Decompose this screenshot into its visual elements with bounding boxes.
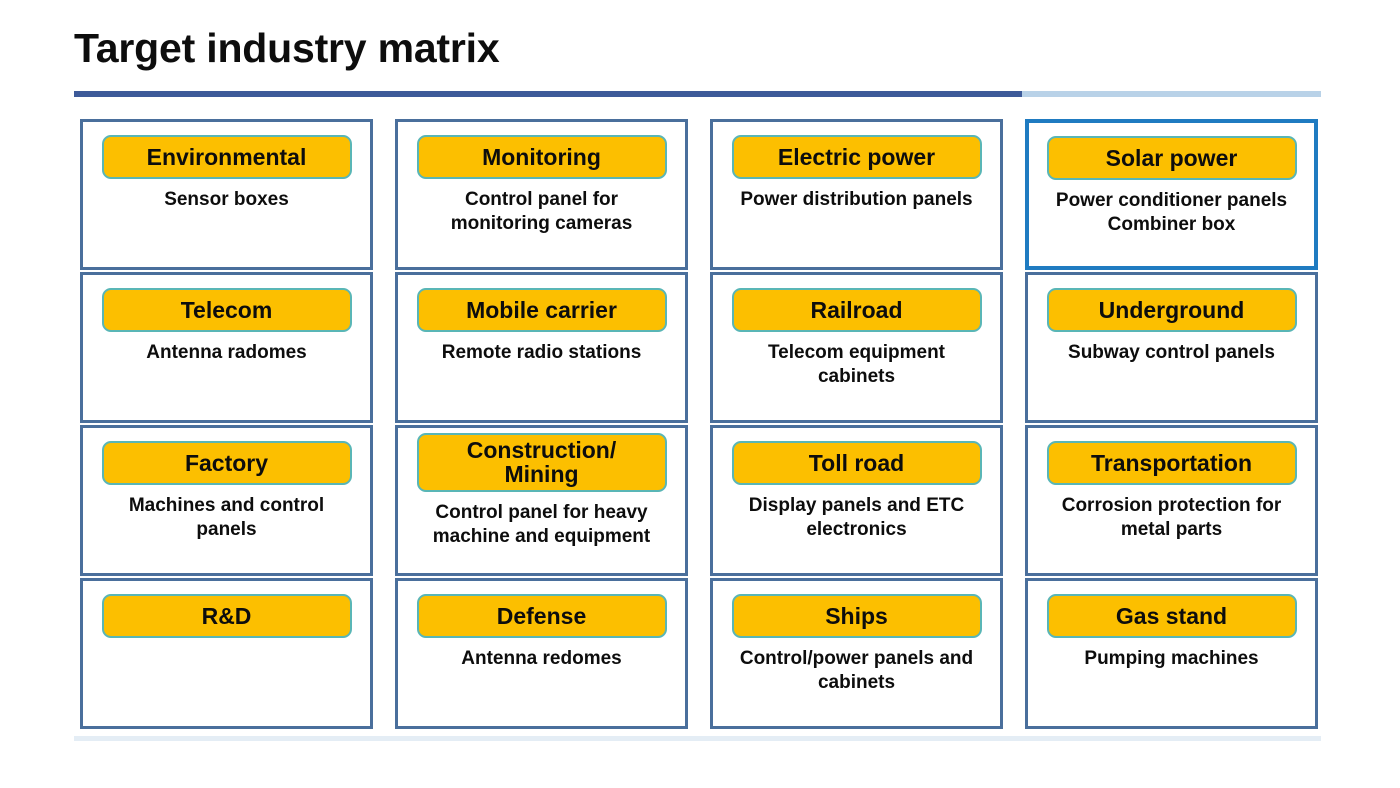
industry-title-pill[interactable]: Electric power bbox=[731, 135, 982, 179]
industry-title-pill[interactable]: Ships bbox=[731, 594, 982, 638]
industry-description: Display panels and ETC electronics bbox=[748, 495, 965, 541]
industry-description: Machines and control panels bbox=[128, 495, 325, 541]
page-title: Target industry matrix bbox=[74, 25, 500, 71]
industry-description: Power conditioner panels Combiner box bbox=[1055, 190, 1288, 236]
industry-description: Remote radio stations bbox=[441, 342, 642, 363]
footer-divider bbox=[74, 736, 1321, 741]
industry-title-pill[interactable]: Monitoring bbox=[416, 135, 667, 179]
industry-description: Control/power panels and cabinets bbox=[739, 648, 974, 694]
industry-description: Control panel for monitoring cameras bbox=[450, 189, 633, 235]
industry-title-pill[interactable]: Transportation bbox=[1046, 441, 1297, 485]
industry-description: Telecom equipment cabinets bbox=[767, 342, 945, 388]
industry-title-pill[interactable]: Environmental bbox=[101, 135, 352, 179]
industry-description: Corrosion protection for metal parts bbox=[1061, 495, 1282, 541]
industry-title-pill[interactable]: Mobile carrier bbox=[416, 288, 667, 332]
industry-title-pill[interactable]: R&D bbox=[101, 594, 352, 638]
industry-title-pill[interactable]: Railroad bbox=[731, 288, 982, 332]
industry-description: Control panel for heavy machine and equi… bbox=[432, 501, 651, 548]
industry-title-pill[interactable]: Factory bbox=[101, 441, 352, 485]
title-divider-light-segment bbox=[1021, 91, 1321, 97]
industry-title-pill[interactable]: Telecom bbox=[101, 288, 352, 332]
industry-description: Antenna radomes bbox=[146, 342, 307, 363]
title-divider bbox=[74, 91, 1321, 97]
title-divider-dark-segment bbox=[74, 91, 1022, 97]
industry-title-pill[interactable]: Construction/ Mining bbox=[416, 433, 667, 492]
industry-description: Subway control panels bbox=[1068, 342, 1275, 363]
industry-card-r-d[interactable]: R&D bbox=[80, 578, 373, 729]
industry-title-pill[interactable]: Underground bbox=[1046, 288, 1297, 332]
industry-description: Pumping machines bbox=[1084, 648, 1259, 669]
industry-title-pill[interactable]: Gas stand bbox=[1046, 594, 1297, 638]
industry-title-pill[interactable]: Toll road bbox=[731, 441, 982, 485]
industry-description: Antenna redomes bbox=[461, 648, 622, 669]
industry-description: Sensor boxes bbox=[164, 189, 289, 210]
industry-title-pill[interactable]: Solar power bbox=[1046, 136, 1297, 180]
industry-title-pill[interactable]: Defense bbox=[416, 594, 667, 638]
industry-description: Power distribution panels bbox=[740, 189, 973, 210]
